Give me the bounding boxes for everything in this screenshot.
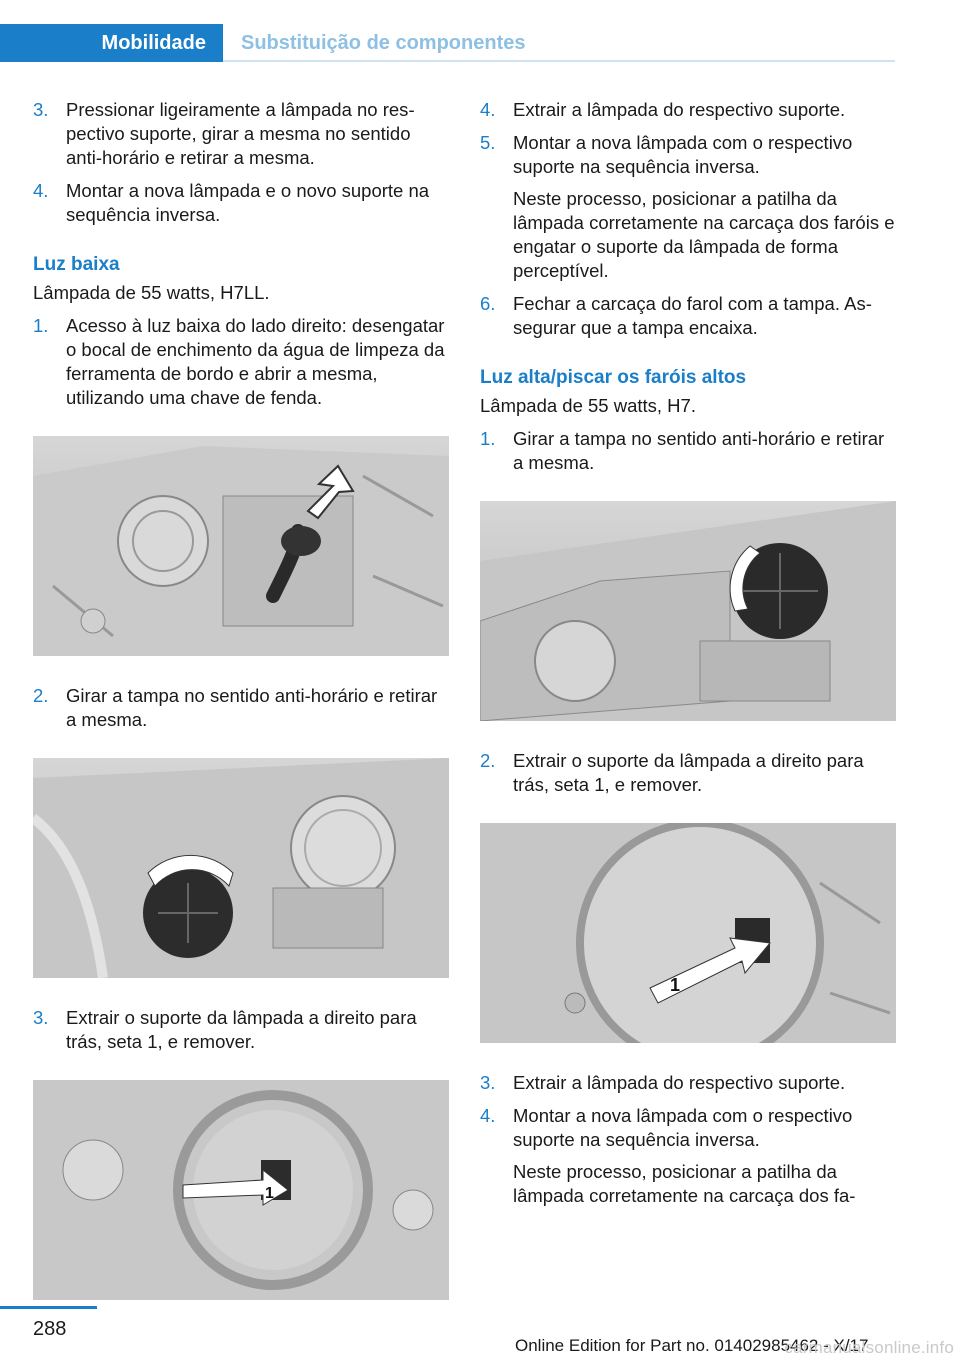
- step-number: 2.: [480, 750, 496, 771]
- step-text: Montar a nova lâmpada com o respectivo s…: [513, 132, 853, 177]
- step-text: Extrair o suporte da lâmpada a direito p…: [66, 1007, 417, 1052]
- list-item: 3. Pressionar ligeiramente a lâmpada no …: [33, 98, 449, 170]
- high-beam-holder-illustration: 1: [480, 823, 896, 1043]
- left-column: 3. Pressionar ligeiramente a lâmpada no …: [33, 98, 449, 1328]
- list-item: 2. Extrair o suporte da lâmpada a direit…: [480, 749, 896, 797]
- step-number: 1.: [33, 315, 49, 336]
- step-number: 1.: [480, 428, 496, 449]
- list-item: 1. Girar a tampa no sentido anti-horário…: [480, 427, 896, 475]
- arrow-label: 1: [670, 975, 680, 995]
- step-number: 2.: [33, 685, 49, 706]
- bulb-holder-illustration: 1: [33, 1080, 449, 1300]
- step-text: Girar a tampa no sentido anti-horário e …: [66, 685, 438, 730]
- step-number: 3.: [33, 1007, 49, 1028]
- header-divider: [223, 60, 895, 62]
- engine-bay-illustration: [33, 446, 449, 656]
- headlight-cover-illustration: [33, 758, 449, 978]
- tab-substituicao-componentes[interactable]: Substituição de componentes: [241, 31, 526, 54]
- watermark: carmanualsonline.info: [784, 1338, 954, 1357]
- tab-mobilidade[interactable]: Mobilidade: [0, 24, 223, 62]
- step-text: Acesso à luz baixa do lado direito: dese…: [66, 315, 445, 408]
- list-item: 1. Acesso à luz baixa do lado direito: d…: [33, 314, 449, 410]
- step-note: Neste processo, posicionar a patilha da …: [513, 1161, 856, 1206]
- list-item: 5. Montar a nova lâmpada com o respectiv…: [480, 131, 896, 283]
- list-item: 4. Extrair a lâmpada do respectivo supor…: [480, 98, 896, 122]
- step-number: 3.: [33, 99, 49, 120]
- step-number: 6.: [480, 293, 496, 314]
- step-number: 5.: [480, 132, 496, 153]
- list-item: 6. Fechar a carcaça do farol com a tampa…: [480, 292, 896, 340]
- edition-label: Online Edition for Part no. 01402985462 …: [515, 1336, 869, 1355]
- step-text: Girar a tampa no sentido anti-horário e …: [513, 428, 885, 473]
- figure-washer-filler: [33, 436, 449, 656]
- step-text: Montar a nova lâmpada e o novo suporte n…: [66, 180, 430, 225]
- list-item: 2. Girar a tampa no sentido anti-horário…: [33, 684, 449, 732]
- step-number: 4.: [33, 180, 49, 201]
- list-item: 4. Montar a nova lâmpada com o respectiv…: [480, 1104, 896, 1208]
- figure-cover-rotate: [33, 758, 449, 978]
- section-title-luz-baixa: Luz baixa: [33, 254, 120, 275]
- step-number: 4.: [480, 99, 496, 120]
- step-text: Pressionar ligeiramente a lâmpada no res…: [66, 99, 415, 168]
- list-item: 3. Extrair o suporte da lâmpada a direit…: [33, 1006, 449, 1054]
- section-subtitle: Lâmpada de 55 watts, H7.: [480, 395, 696, 416]
- section-title-luz-alta: Luz alta/piscar os faróis altos: [480, 367, 747, 388]
- figure-bulb-holder-remove: 1: [33, 1080, 449, 1300]
- step-number: 3.: [480, 1072, 496, 1093]
- arrow-label: 1: [265, 1185, 274, 1202]
- step-text: Extrair a lâmpada do respectivo suporte.: [513, 99, 846, 120]
- step-text: Fechar a carcaça do farol com a tampa. A…: [513, 293, 872, 338]
- step-number: 4.: [480, 1105, 496, 1126]
- step-text: Montar a nova lâmpada com o respectivo s…: [513, 1105, 853, 1150]
- figure-high-beam-cover: [480, 501, 896, 721]
- list-item: 4. Montar a nova lâmpada e o novo suport…: [33, 179, 449, 227]
- step-text: Extrair a lâmpada do respectivo suporte.: [513, 1072, 846, 1093]
- high-beam-cover-illustration: [480, 501, 896, 721]
- right-column: 4. Extrair a lâmpada do respectivo supor…: [480, 98, 896, 1217]
- footer-divider: [0, 1306, 97, 1309]
- figure-high-beam-holder: 1: [480, 823, 896, 1043]
- header-tabs: Mobilidade Substituição de componentes: [0, 24, 895, 62]
- list-item: 3. Extrair a lâmpada do respectivo supor…: [480, 1071, 896, 1095]
- step-note: Neste processo, posicionar a patilha da …: [513, 188, 895, 281]
- section-subtitle: Lâmpada de 55 watts, H7LL.: [33, 282, 270, 303]
- step-text: Extrair o suporte da lâmpada a direito p…: [513, 750, 864, 795]
- page-number: 288: [33, 1318, 67, 1340]
